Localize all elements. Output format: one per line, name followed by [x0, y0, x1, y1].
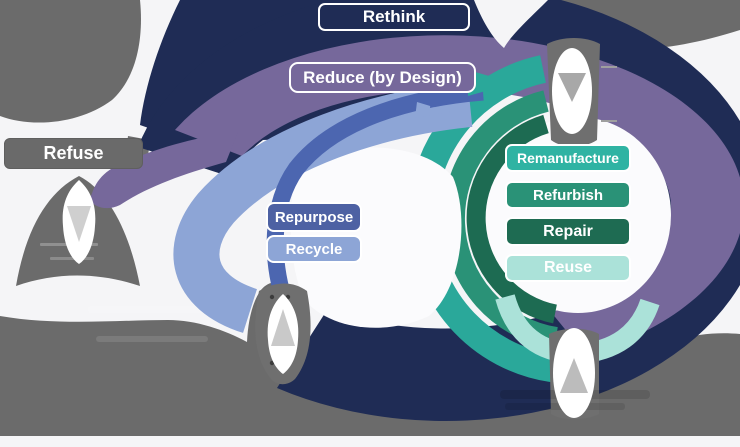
gray-streak — [96, 336, 208, 342]
junction-dot — [269, 360, 275, 366]
badge-repurpose: Repurpose — [266, 202, 362, 232]
badge-remanufacture: Remanufacture — [505, 144, 631, 172]
top-gap-wedge — [474, 0, 548, 48]
oval-tick — [601, 120, 617, 122]
badge-recycle: Recycle — [266, 235, 362, 263]
oval-tick — [601, 66, 617, 68]
teal-arrowhead — [468, 70, 514, 96]
left-white-island — [290, 147, 462, 328]
badge-reuse: Reuse — [505, 254, 631, 282]
left-kite-triangle-down — [67, 206, 91, 242]
badge-repair: Repair — [505, 217, 631, 246]
purple-loop-left-wedge — [90, 132, 238, 209]
purple-loop-ring — [175, 35, 740, 355]
linear-flow-top-left-blob — [0, 0, 141, 123]
bottom-left-kite-triangle-up — [271, 309, 295, 346]
gray-streak — [88, 306, 218, 313]
badge-refuse: Refuse — [4, 138, 143, 169]
light-blue-arrowhead — [415, 102, 450, 118]
dark-green-loop-arc — [466, 114, 557, 324]
gray-streak — [50, 257, 94, 260]
blue-arrowhead — [430, 88, 470, 108]
badge-refurbish: Refurbish — [505, 181, 631, 209]
badge-reduce: Reduce (by Design) — [289, 62, 476, 93]
bottom-right-arrow-triangle-up — [560, 358, 588, 393]
badge-rethink: Rethink — [318, 3, 470, 31]
junction-dot — [269, 294, 275, 300]
top-right-arrow-triangle-down — [558, 73, 586, 102]
